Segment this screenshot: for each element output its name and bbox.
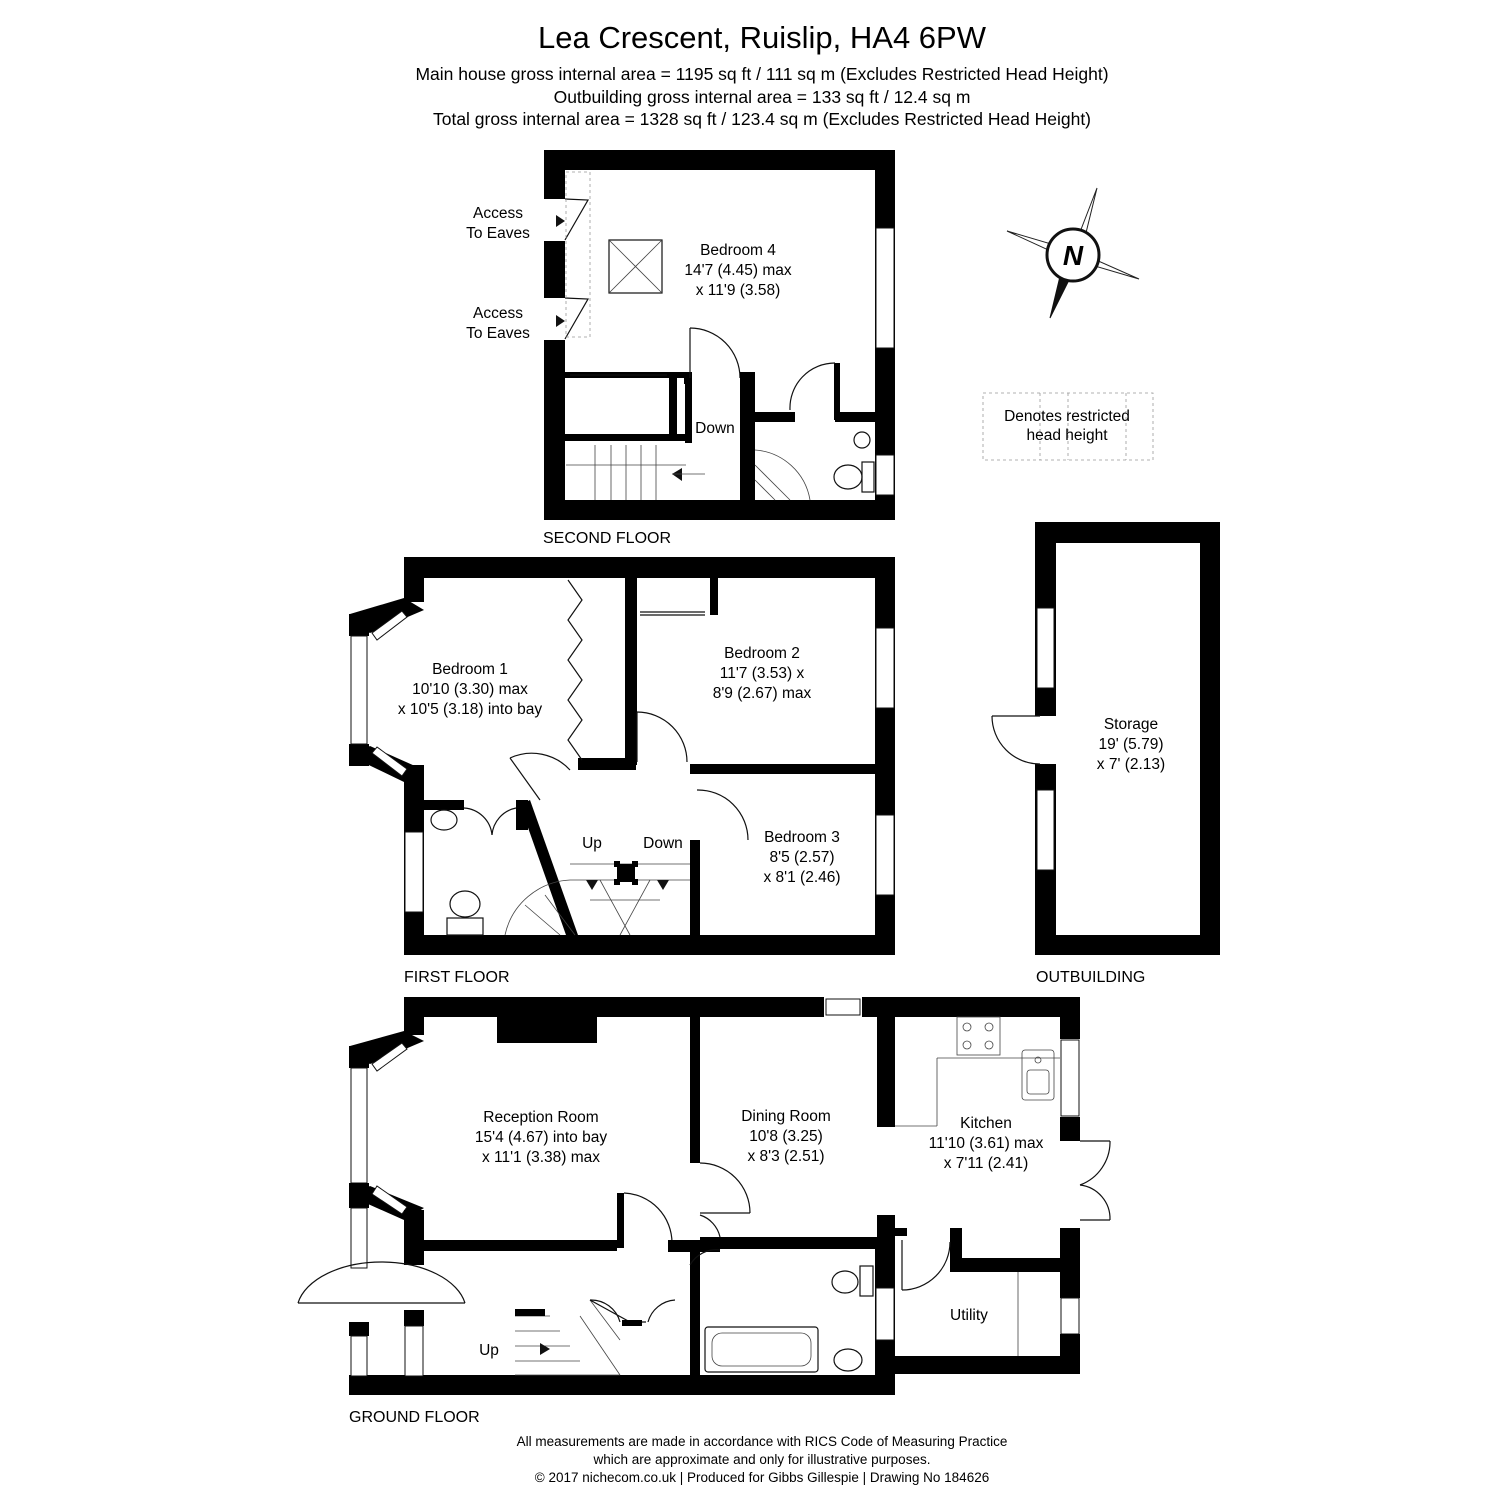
window — [875, 454, 895, 496]
bedroom-2-name: Bedroom 2 — [724, 645, 800, 662]
bay-window — [350, 635, 368, 745]
plan-title: Lea Crescent, Ruislip, HA4 6PW — [538, 20, 987, 55]
window — [825, 998, 861, 1016]
first-floor-plan: Bedroom 1 10'10 (3.30) max x 10'5 (3.18)… — [349, 557, 895, 986]
utility-name: Utility — [950, 1307, 988, 1324]
footer-line-1: All measurements are made in accordance … — [517, 1434, 1008, 1449]
reception-room-dimension-1: 15'4 (4.67) into bay — [475, 1129, 607, 1146]
window — [350, 1207, 368, 1269]
window — [404, 1325, 424, 1377]
window — [875, 814, 895, 896]
window — [1060, 1039, 1080, 1117]
storage-dimension-1: 19' (5.79) — [1099, 736, 1164, 753]
kitchen-dimension-1: 11'10 (3.61) max — [929, 1135, 1044, 1152]
ground-floor-label: GROUND FLOOR — [349, 1409, 480, 1426]
bedroom-4-name: Bedroom 4 — [700, 242, 776, 259]
ground-floor-plan: Reception Room 15'4 (4.67) into bay x 11… — [297, 997, 1111, 1426]
staircase — [566, 445, 705, 500]
dining-room-dimension-2: x 8'3 (2.51) — [747, 1148, 824, 1165]
bedroom-3-dimension-1: 8'5 (2.57) — [770, 849, 835, 866]
bedroom-3-dimension-2: x 8'1 (2.46) — [763, 869, 840, 886]
window — [1060, 1297, 1080, 1335]
window — [875, 627, 895, 709]
outbuilding-plan: Storage 19' (5.79) x 7' (2.13) OUTBUILDI… — [991, 522, 1220, 986]
main-house-area: Main house gross internal area = 1195 sq… — [415, 64, 1108, 84]
bay-window — [350, 1067, 368, 1184]
second-floor-plan: Bedroom 4 14'7 (4.45) max x 11'9 (3.58) … — [466, 150, 895, 547]
reception-room-dimension-2: x 11'1 (3.38) max — [482, 1149, 600, 1166]
header: Lea Crescent, Ruislip, HA4 6PW Main hous… — [415, 20, 1108, 129]
bedroom-2-dimension-2: 8'9 (2.67) max — [713, 685, 812, 702]
stair-down-label: Down — [695, 420, 735, 437]
outbuilding-label: OUTBUILDING — [1036, 969, 1145, 986]
window — [875, 227, 895, 349]
bedroom-4-dimension-1: 14'7 (4.45) max — [684, 262, 791, 279]
stair-up-label: Up — [582, 835, 602, 852]
eaves-access-label: Access — [473, 205, 523, 222]
reception-room-name: Reception Room — [483, 1109, 598, 1126]
total-area: Total gross internal area = 1328 sq ft /… — [433, 109, 1091, 129]
bedroom-1-dimension-1: 10'10 (3.30) max — [412, 681, 528, 698]
skylight — [608, 239, 663, 294]
eaves-access-label: To Eaves — [466, 225, 530, 242]
window — [404, 831, 424, 913]
legend-line-2: head height — [1026, 427, 1108, 444]
bedroom-1-name: Bedroom 1 — [432, 661, 508, 678]
eaves-access-label: To Eaves — [466, 325, 530, 342]
bedroom-3-name: Bedroom 3 — [764, 829, 840, 846]
bedroom-4-dimension-2: x 11'9 (3.58) — [696, 282, 781, 299]
stair-down-label: Down — [643, 835, 683, 852]
eaves-access-label: Access — [473, 305, 523, 322]
restricted-head-height-legend: Denotes restricted head height — [982, 392, 1154, 461]
footer: All measurements are made in accordance … — [517, 1434, 1008, 1485]
first-floor-label: FIRST FLOOR — [404, 969, 510, 986]
bedroom-2-dimension-1: 11'7 (3.53) x — [720, 665, 805, 682]
second-floor-label: SECOND FLOOR — [543, 530, 671, 547]
kitchen-units — [895, 1016, 1060, 1127]
kitchen-dimension-2: x 7'11 (2.41) — [944, 1155, 1029, 1172]
bathtub — [704, 1326, 819, 1373]
window — [875, 1287, 895, 1341]
bedroom-1-dimension-2: x 10'5 (3.18) into bay — [398, 701, 543, 718]
window — [350, 1335, 368, 1377]
legend-line-1: Denotes restricted — [1004, 408, 1130, 425]
outbuilding-area: Outbuilding gross internal area = 133 sq… — [554, 87, 971, 107]
footer-line-2: which are approximate and only for illus… — [593, 1452, 931, 1467]
staircase — [515, 1299, 621, 1376]
stair-up-label: Up — [479, 1342, 499, 1359]
compass-icon: N — [1006, 187, 1140, 319]
compass-north-label: N — [1063, 240, 1084, 271]
storage-name: Storage — [1104, 716, 1158, 733]
storage-dimension-2: x 7' (2.13) — [1097, 756, 1165, 773]
dining-room-name: Dining Room — [741, 1108, 831, 1125]
window — [1036, 607, 1055, 689]
kitchen-name: Kitchen — [960, 1115, 1012, 1132]
footer-line-3: © 2017 nichecom.co.uk | Produced for Gib… — [535, 1470, 989, 1485]
window — [1036, 789, 1055, 871]
dining-room-dimension-1: 10'8 (3.25) — [749, 1128, 823, 1145]
